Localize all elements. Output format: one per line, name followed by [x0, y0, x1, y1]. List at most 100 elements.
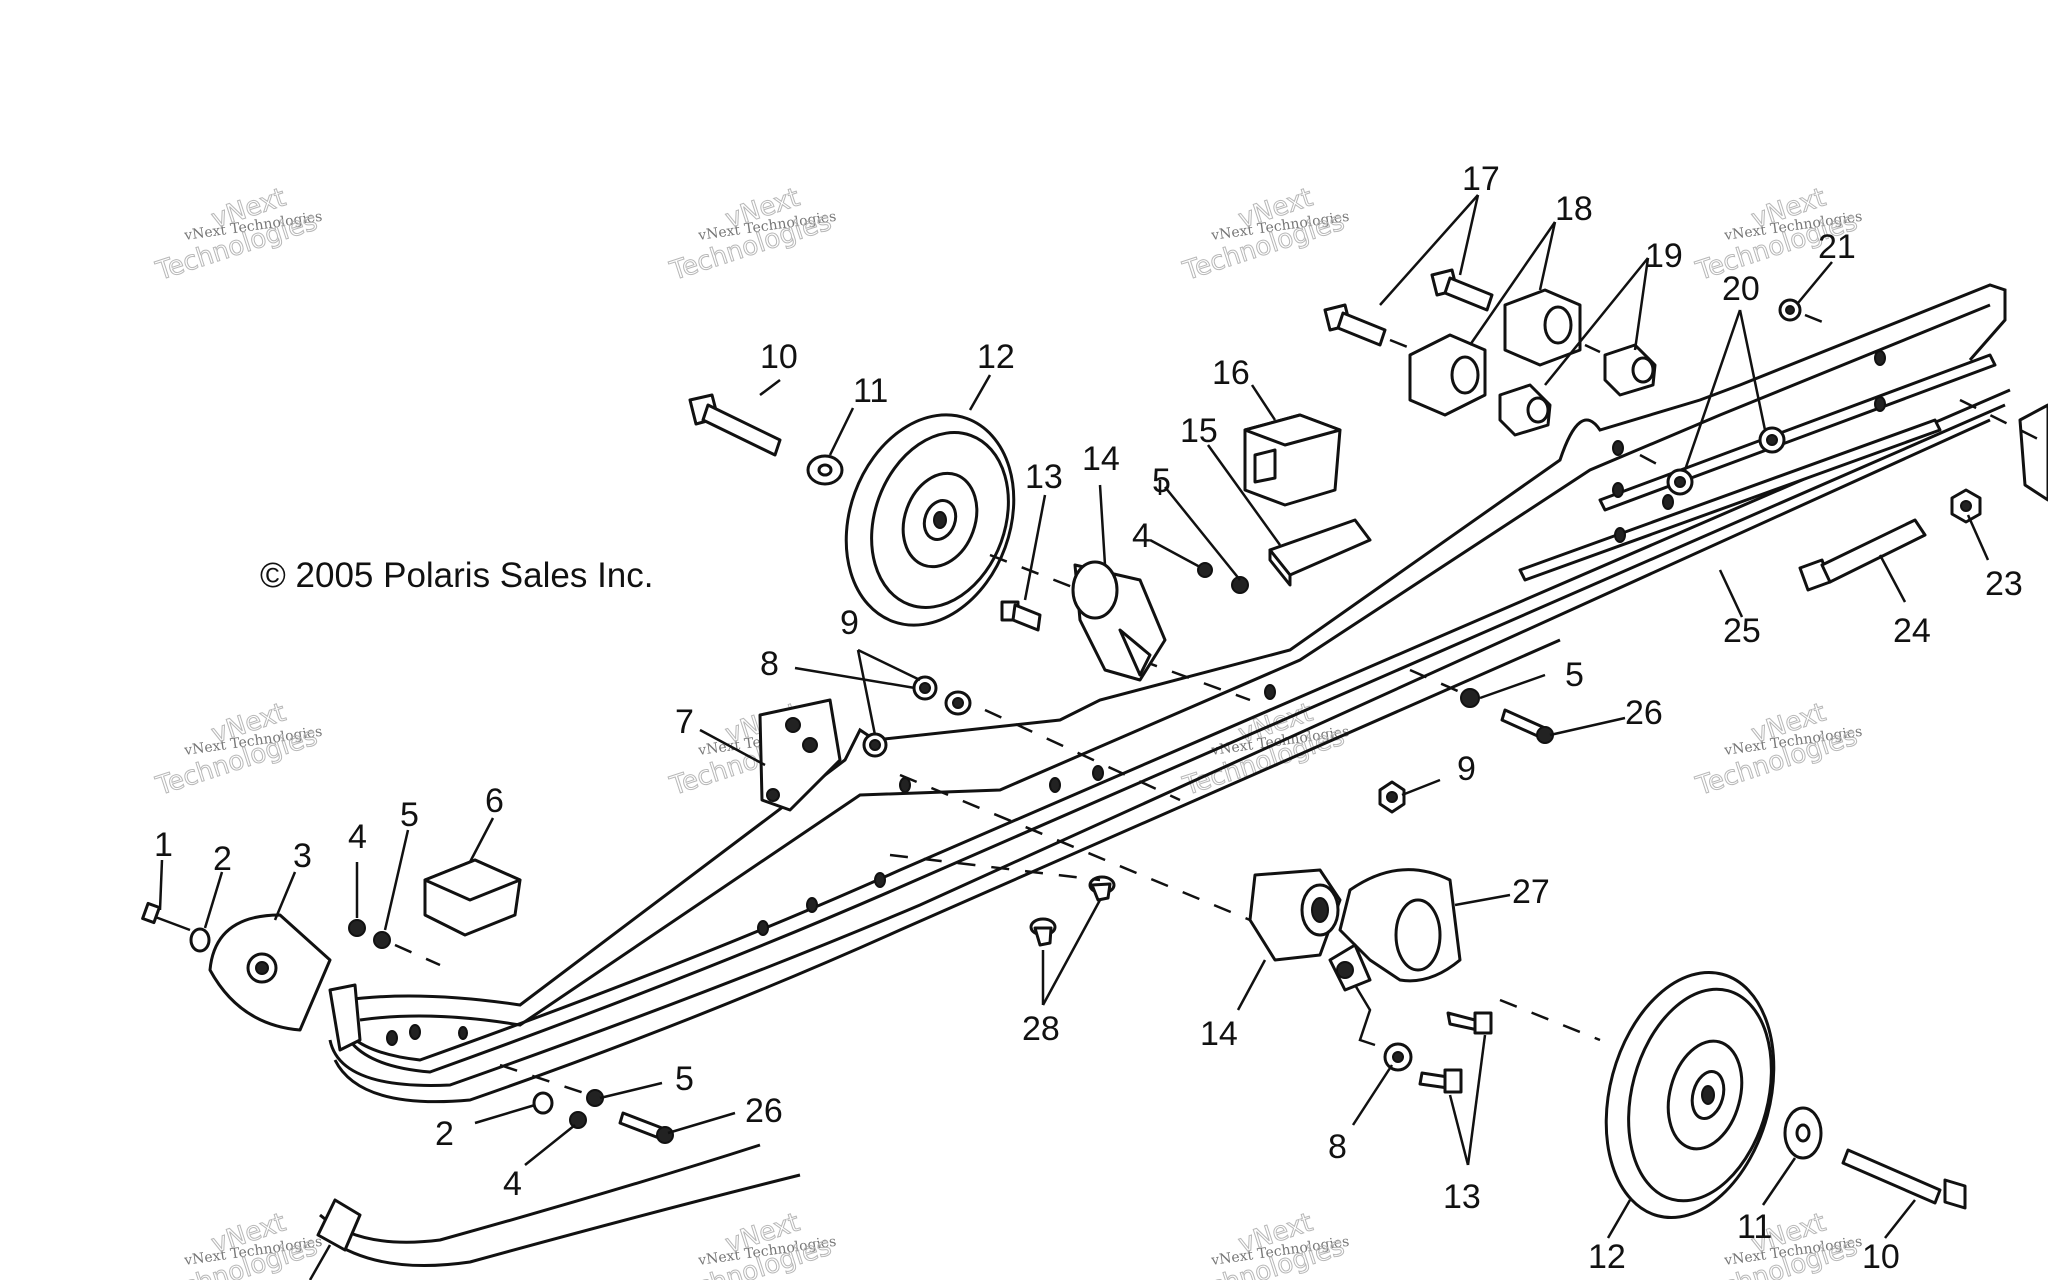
wear-strip	[1598, 353, 1997, 512]
scraper-part-27	[1328, 868, 1462, 992]
axle-line	[1353, 984, 1376, 1047]
wear-strip-lower	[1518, 418, 1942, 582]
upper-rail-outline	[344, 283, 2007, 1007]
bolt-part-10-lower	[1841, 1148, 1967, 1210]
callout-14-lower: 14	[1200, 1015, 1238, 1053]
rail-holes	[386, 350, 1886, 1046]
callout-13-lower: 13	[1443, 1178, 1481, 1216]
nut-part-4	[348, 919, 366, 937]
callout-21: 21	[1818, 228, 1856, 266]
nut-part-4-upper	[1197, 562, 1213, 578]
slide-rail-under	[333, 638, 1561, 1104]
dash-line	[1389, 338, 1421, 354]
front-bumper-part-3	[208, 913, 332, 1032]
bolt-part-26-lower	[618, 1111, 674, 1144]
bushing-part-18-b	[1503, 288, 1582, 367]
slide-rail-mid	[338, 403, 2006, 1074]
callout-7: 7	[675, 703, 694, 741]
callout-11: 11	[853, 372, 888, 410]
axle-housing-part-14-upper	[1071, 560, 1167, 682]
copyright-text: © 2005 Polaris Sales Inc.	[260, 556, 654, 595]
washer-part-11-lower	[1783, 1106, 1823, 1160]
callout-10-lower: 10	[1862, 1238, 1900, 1276]
screw-part-28-a	[1088, 875, 1116, 902]
screw-part-28-b	[1029, 917, 1057, 947]
slider-part-15	[1268, 518, 1372, 587]
dash-line	[394, 943, 441, 967]
idler-wheel-part-12-upper	[844, 413, 1016, 627]
callout-2: 2	[213, 840, 232, 878]
rail-front-tip	[328, 983, 362, 1052]
spacer-part-19-b	[1603, 343, 1657, 397]
lower-ski-edge	[308, 1244, 332, 1280]
callout-6: 6	[485, 782, 504, 820]
dash-line	[1639, 453, 1669, 472]
nut-part-9-right	[1378, 780, 1406, 814]
nut-part-5	[373, 931, 391, 949]
dash-line	[499, 1063, 591, 1097]
callout-24: 24	[1893, 612, 1931, 650]
callout-9: 9	[840, 604, 859, 642]
bolt-part-10-upper	[688, 393, 782, 457]
nut-part-20-a	[1666, 468, 1694, 496]
lower-ski-tip	[316, 1198, 362, 1252]
callout-14: 14	[1082, 440, 1120, 478]
nut-part-4-lower	[569, 1111, 587, 1129]
callout-27: 27	[1512, 873, 1550, 911]
callout-12: 12	[977, 338, 1015, 376]
washer-part-11-upper	[806, 454, 844, 486]
nut-part-5-upper	[1231, 576, 1249, 594]
callout-8-lower: 8	[1328, 1128, 1347, 1166]
callout-3: 3	[293, 837, 312, 875]
rail-rear-end	[2018, 403, 2048, 502]
callout-25: 25	[1723, 612, 1761, 650]
callout-5-lower: 5	[675, 1060, 694, 1098]
lower-ski-top	[319, 1143, 761, 1244]
callout-4-lower: 4	[503, 1165, 522, 1203]
callout-5-right: 5	[1565, 656, 1584, 694]
callout-9-right: 9	[1457, 750, 1476, 788]
bolt-part-17-b	[1430, 268, 1494, 312]
idler-wheel-part-12-lower	[1604, 970, 1776, 1220]
dash-line	[1584, 343, 1601, 354]
bolt-part-24	[1798, 518, 1927, 592]
callout-labels: 1 2 3 4 5 6 7 8 9 10 11 12 13 14 5 4 15 …	[154, 160, 2023, 1276]
callout-11-lower: 11	[1737, 1208, 1772, 1246]
callout-12-lower: 12	[1588, 1238, 1626, 1276]
washer-part-2-lower	[532, 1091, 554, 1115]
nut-part-9-upper	[912, 675, 938, 701]
dash-line	[1804, 313, 1831, 327]
callout-18: 18	[1555, 190, 1593, 228]
rail-assembly	[308, 283, 2048, 1280]
bolt-part-17-a	[1323, 303, 1387, 347]
spacer-part-19-a	[1498, 383, 1552, 437]
callout-2-lower: 2	[435, 1115, 454, 1153]
lower-ski-bottom	[329, 1173, 801, 1267]
callout-10: 10	[760, 338, 798, 376]
callout-17: 17	[1462, 160, 1500, 198]
dash-line	[889, 853, 1101, 882]
slide-rail-bottom	[328, 418, 1991, 1087]
dash-line	[984, 708, 1181, 802]
dash-line	[989, 553, 1081, 592]
washer-part-8-lower	[1383, 1042, 1413, 1072]
callout-28: 28	[1022, 1010, 1060, 1048]
nut-part-23	[1950, 488, 1982, 524]
callout-20: 20	[1722, 270, 1760, 308]
callout-13: 13	[1025, 458, 1063, 496]
bolt-part-13-lower-a	[1446, 1011, 1493, 1035]
nut-part-5-right	[1460, 688, 1480, 708]
dash-line	[899, 773, 1251, 922]
callout-26-right: 26	[1625, 694, 1663, 732]
dash-line	[1499, 998, 1601, 1042]
callout-16: 16	[1212, 354, 1250, 392]
bracket-part-7	[758, 698, 842, 812]
upper-rail-lower-edge	[359, 303, 1991, 1027]
